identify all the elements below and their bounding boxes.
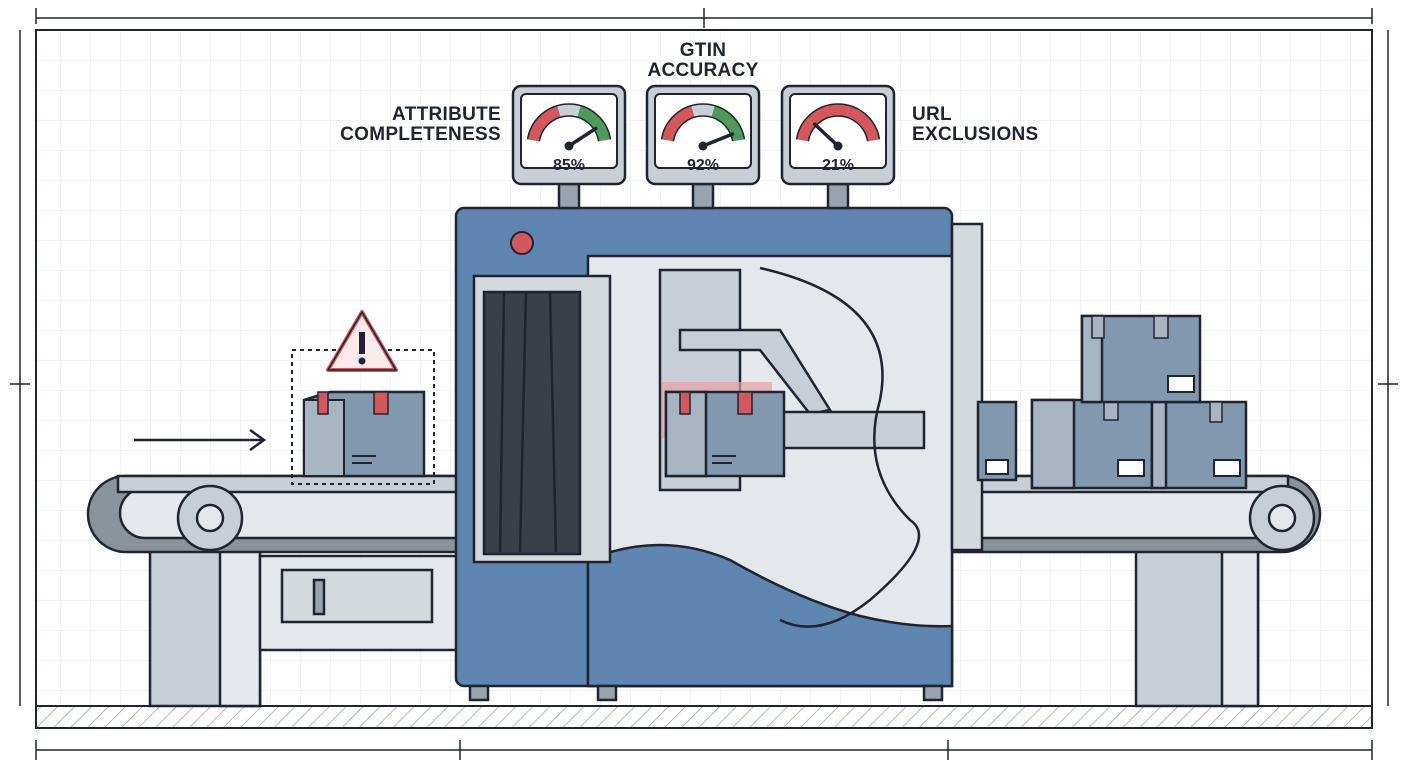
flagged-box[interactable]	[291, 349, 435, 485]
gauge-label: ATTRIBUTE	[392, 104, 501, 125]
gauge-segment	[577, 105, 601, 127]
gauge-segment	[691, 104, 715, 118]
gauge-segment	[860, 118, 880, 142]
gauge-segment	[846, 105, 870, 127]
gauge-segment	[557, 104, 581, 118]
gauge-value: 21%	[822, 157, 854, 174]
gauge-needle	[567, 126, 598, 148]
entry-door	[472, 274, 612, 564]
stop-button-icon[interactable]	[510, 231, 534, 255]
gauge-segment	[796, 118, 816, 142]
inspected-box	[664, 390, 786, 478]
direction-arrow-icon	[134, 428, 267, 452]
frame-ruler	[10, 8, 1398, 760]
gauge-segment	[806, 105, 830, 127]
conveyor-stand-right	[1134, 548, 1260, 708]
approved-boxes	[976, 314, 1248, 490]
gauge-label: EXCLUSIONS	[912, 124, 1039, 145]
gauge-segment	[671, 105, 695, 127]
gauge-segment	[711, 105, 735, 127]
gauge-segment	[527, 118, 547, 142]
warning-triangle-icon	[326, 310, 398, 372]
gauge-value: 85%	[553, 157, 585, 174]
gauge-segment	[537, 105, 561, 127]
gauge-value: 92%	[687, 157, 719, 174]
gauge-label: COMPLETENESS	[340, 124, 501, 145]
gauge-label: GTIN	[680, 40, 727, 61]
gauge-segment	[661, 118, 681, 142]
gauge-segment	[826, 104, 850, 118]
gauge-needle	[701, 132, 735, 148]
floor	[35, 705, 1373, 729]
gauge-segment	[591, 118, 611, 142]
gauge-segment	[725, 118, 745, 142]
gauge-label: ACCURACY	[647, 60, 758, 81]
gauge-needle	[812, 122, 840, 148]
gauge-label: URL	[912, 104, 952, 125]
